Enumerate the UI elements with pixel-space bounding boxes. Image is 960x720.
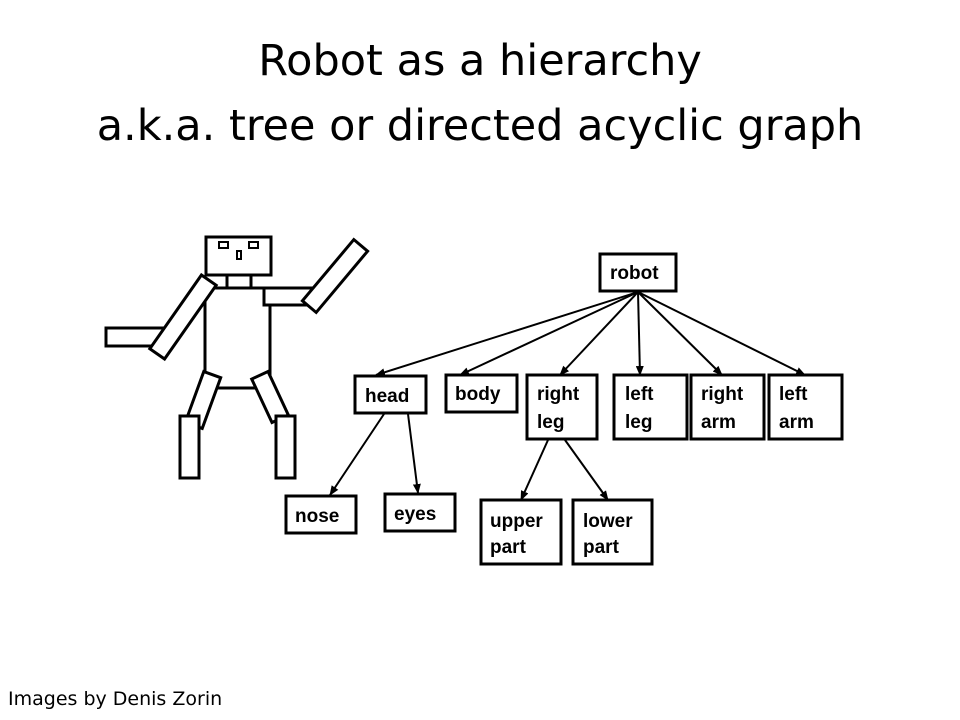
robot-body-shape (203, 286, 272, 390)
node-lower-part (571, 498, 654, 566)
label-right-arm-line-2: arm (701, 412, 736, 433)
slide-title-line-2: a.k.a. tree or directed acyclic graph (96, 101, 864, 151)
label-lower-part-line-1: lower (583, 511, 633, 532)
edge-robot-right-leg (559, 291, 639, 376)
node-left-arm (767, 373, 844, 441)
node-nose (284, 494, 358, 535)
node-upper-part (479, 498, 563, 566)
edge-head-nose (329, 413, 385, 496)
node-right-leg (525, 373, 599, 441)
robot-left-leg-shape (249, 369, 297, 480)
label-left-leg-line-2: leg (625, 412, 652, 433)
robot-right-arm-shape (104, 272, 219, 362)
label-right-leg-line-2: leg (537, 412, 564, 433)
label-lower-part-line-2: part (583, 537, 620, 558)
label-left-leg-line-1: left (625, 384, 654, 405)
label-right-leg-line-1: right (537, 384, 580, 405)
node-right-arm (689, 373, 766, 441)
edge-rightleg-upper (520, 439, 549, 501)
label-right-arm-line-1: right (701, 384, 744, 405)
edge-robot-left-leg (635, 291, 644, 376)
label-left-arm-line-1: left (779, 384, 808, 405)
robot-right-leg-shape (178, 369, 223, 480)
label-upper-part-line-2: part (490, 537, 527, 558)
node-eyes (383, 492, 457, 533)
slide-title-line-1: Robot as a hierarchy (258, 36, 702, 86)
label-head: head (365, 386, 409, 407)
node-body (444, 373, 519, 414)
label-left-arm-line-2: arm (779, 412, 814, 433)
tree-labels: robot head body right leg left leg right… (295, 263, 814, 558)
label-body: body (455, 384, 501, 405)
edge-robot-right-arm (637, 291, 723, 376)
edge-robot-body (459, 291, 639, 376)
edge-head-eyes (407, 413, 421, 494)
robot-right-eye-shape (248, 241, 259, 249)
robot-nose-shape (236, 250, 242, 260)
label-nose: nose (295, 506, 339, 527)
robot-figure (104, 235, 370, 480)
node-left-leg (612, 373, 689, 441)
node-robot (598, 252, 678, 293)
robot-left-eye-shape (218, 241, 229, 249)
image-credit: Images by Denis Zorin (8, 688, 223, 710)
tree-nodes (284, 252, 844, 566)
label-eyes: eyes (394, 504, 436, 525)
edge-robot-head (375, 291, 639, 377)
label-upper-part-line-1: upper (490, 511, 543, 532)
node-head (353, 374, 428, 415)
label-robot: robot (610, 263, 659, 284)
robot-left-arm-shape (262, 237, 370, 315)
edge-rightleg-lower (564, 439, 609, 501)
tree-edges (329, 291, 806, 501)
edge-robot-left-arm (637, 291, 806, 376)
